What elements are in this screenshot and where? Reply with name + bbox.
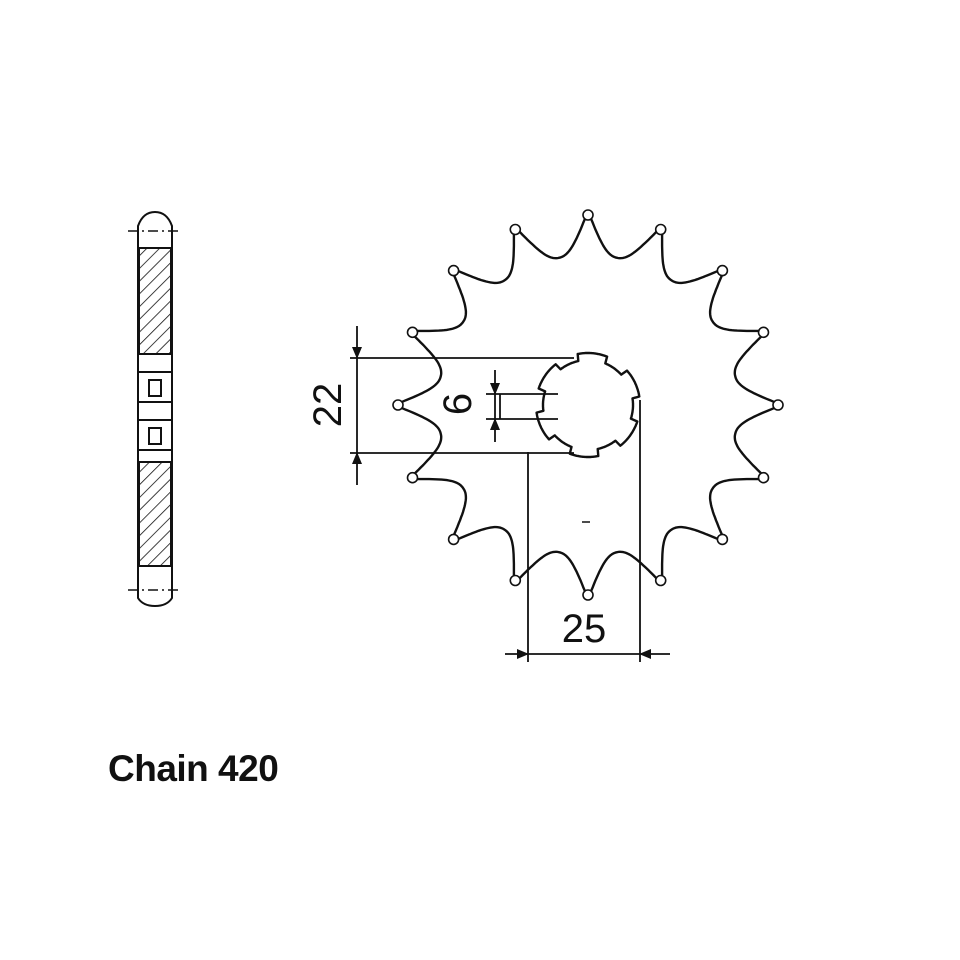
dimension-6 [486,370,558,442]
dimension-label-25: 25 [562,607,607,651]
chain-size-caption: Chain 420 [108,748,279,789]
tooth-tip [654,223,667,236]
tooth-tip [509,223,522,236]
tooth-tip [772,399,784,411]
sprocket-side-view [128,210,182,608]
tooth-tip [716,264,729,277]
tooth-tip [406,471,419,484]
tooth-tip [406,326,419,339]
tooth-tip [447,533,460,546]
dimension-25 [505,400,670,662]
side-view-hatch-bottom [138,461,172,567]
dimension-label-22: 22 [306,383,350,428]
tooth-tip [447,264,460,277]
tooth-tip [582,209,594,221]
tooth-tip [509,574,522,587]
side-view-outline [137,210,173,608]
tooth-tip [582,589,594,601]
splined-bore-outline [535,351,641,459]
tooth-tip [757,471,770,484]
tooth-tips [392,209,784,601]
tooth-tip [716,533,729,546]
sprocket-front-view [392,209,784,601]
side-view-hatch-top [138,247,172,355]
dimension-label-6: 6 [436,393,480,415]
tooth-tip [654,574,667,587]
tooth-tip [392,399,404,411]
dimension-22 [350,326,574,485]
tooth-tip [757,326,770,339]
